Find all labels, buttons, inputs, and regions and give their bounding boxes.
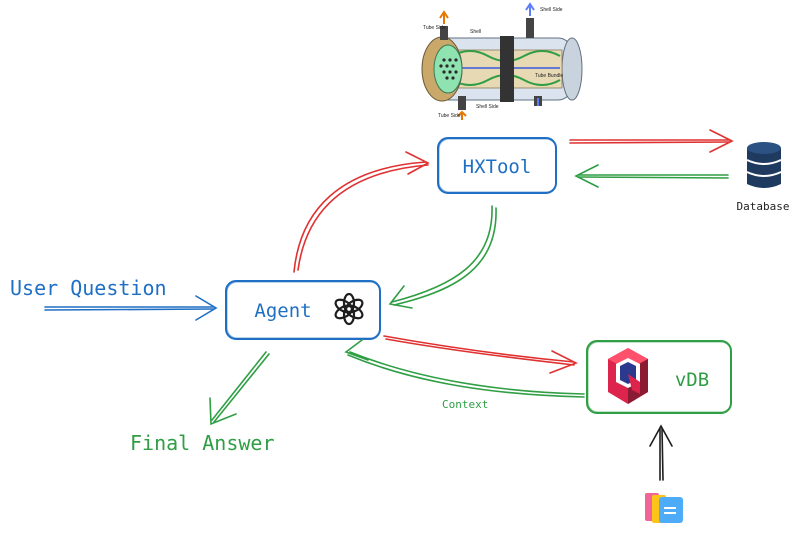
agent-node: Agent xyxy=(225,280,381,340)
vector-db-logo-icon xyxy=(608,348,648,404)
openai-logo-icon xyxy=(334,292,364,326)
arrow-vdb-to-agent xyxy=(344,339,585,398)
hx-label-tube-side-bottom: Tube Side xyxy=(438,113,461,119)
context-label: Context xyxy=(442,398,488,411)
vdb-node: vDB xyxy=(586,340,732,414)
hx-label-shell: Shell xyxy=(470,29,481,35)
hxtool-node: HXTool xyxy=(437,137,557,194)
documents-icon xyxy=(645,493,683,523)
arrow-agent-to-vdb xyxy=(383,335,578,374)
database-icon xyxy=(746,142,782,188)
arrow-user-to-agent xyxy=(44,295,218,321)
user-question-label: User Question xyxy=(10,276,167,300)
arrow-hxtool-to-database xyxy=(569,129,734,153)
final-answer-label: Final Answer xyxy=(130,431,275,455)
hx-label-shell-side-bottom: Shell Side xyxy=(476,104,499,110)
arrow-hxtool-to-agent xyxy=(388,205,497,309)
vdb-label: vDB xyxy=(675,369,709,391)
arrow-database-to-hxtool xyxy=(574,164,729,188)
heat-exchanger-illustration: Shell Side Tube Side Shell Tube Bundle S… xyxy=(421,2,583,120)
hx-label-tube-bundle: Tube Bundle xyxy=(535,73,563,79)
agent-label: Agent xyxy=(254,300,311,322)
arrow-agent-to-hxtool xyxy=(293,151,430,273)
arrow-agent-to-final-answer xyxy=(209,351,270,426)
database-label: Database xyxy=(737,200,790,213)
hx-label-tube-side-top: Tube Side xyxy=(423,25,446,31)
hx-label-shell-side-top: Shell Side xyxy=(540,7,563,13)
hxtool-label: HXTool xyxy=(463,156,532,178)
arrow-documents-to-vdb xyxy=(649,424,673,481)
